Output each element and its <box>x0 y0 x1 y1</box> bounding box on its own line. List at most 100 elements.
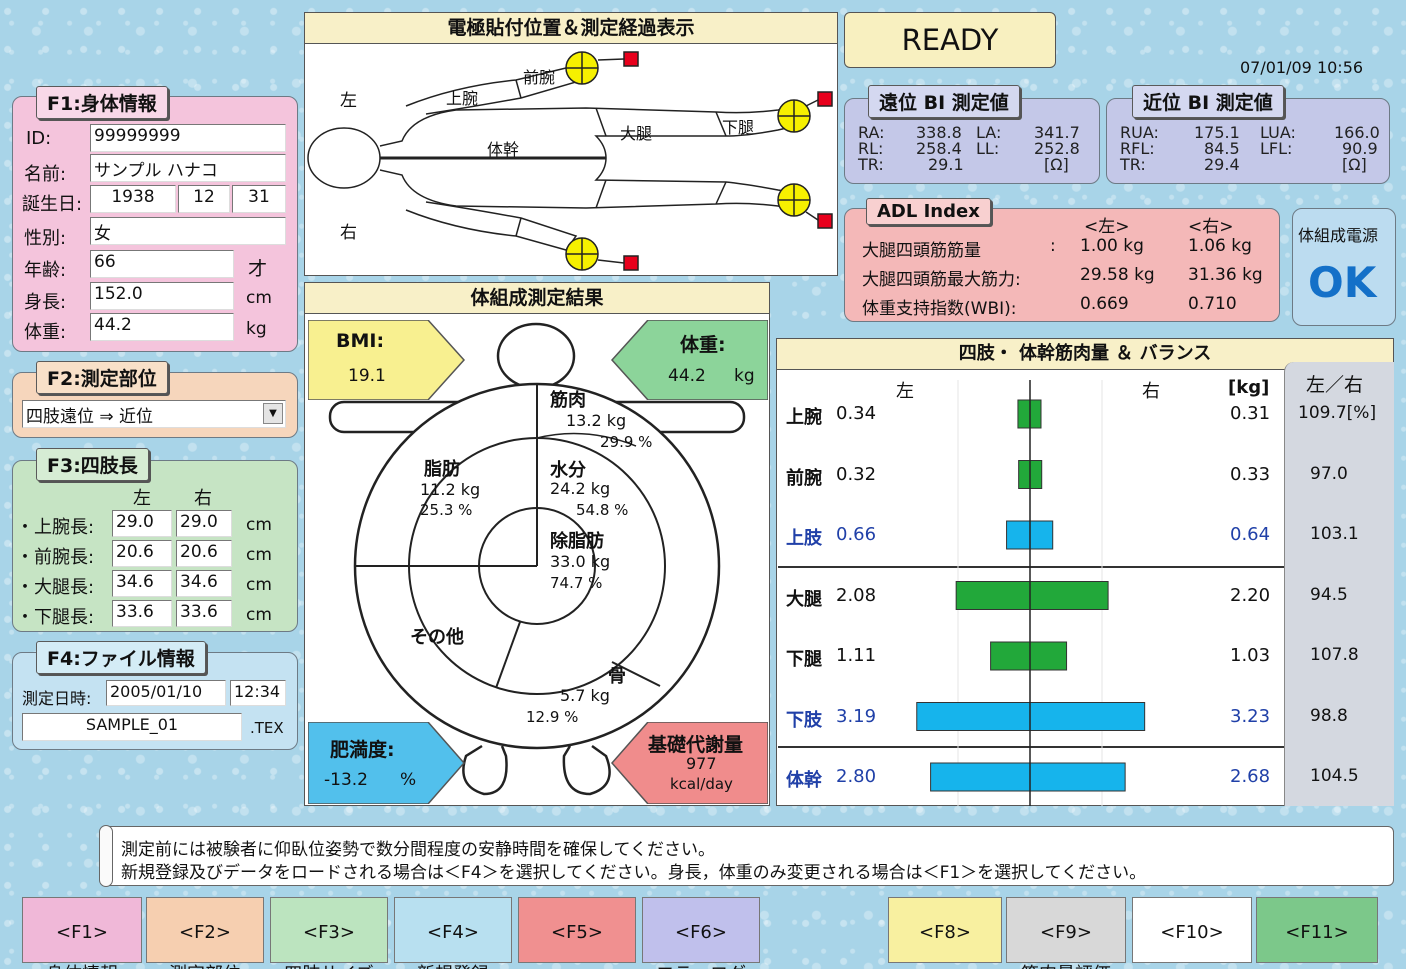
name-field[interactable]: サンプル ハナコ <box>90 154 286 182</box>
f3-row-label: ・下腿長: <box>16 607 95 628</box>
f3-right-field[interactable]: 29.0 <box>176 510 232 537</box>
fkey-f4-button[interactable]: <F4> 新規登録 検索／送信 <box>394 897 512 969</box>
sex-field[interactable]: 女 <box>90 217 286 245</box>
adl-row-label: 体重支持指数(WBI): <box>862 299 1017 319</box>
balance-bar-left <box>1006 520 1031 550</box>
balance-left-value: 3.19 <box>836 705 877 727</box>
bi-text: 84.5 <box>1204 139 1240 158</box>
bi-text: LUA: <box>1260 123 1296 142</box>
balance-left-header: 左 <box>896 381 914 402</box>
balance-right-value: 3.23 <box>1230 705 1271 727</box>
bmi-value: 19.1 <box>348 366 386 386</box>
fkey-f6-button[interactable]: <F6> エラーログ 表示 <box>642 897 760 969</box>
balance-bar-right <box>1029 762 1126 792</box>
age-field[interactable]: 66 <box>90 250 234 278</box>
age-unit: 才 <box>248 258 268 280</box>
scroll-bracket-icon <box>99 825 113 887</box>
adl-left-value: 1.00 kg <box>1080 236 1144 256</box>
balance-ratio-value: 107.8 <box>1310 645 1359 665</box>
bone-kg: 5.7 kg <box>560 686 610 705</box>
bi-text: LL: <box>976 139 1000 158</box>
fkey-label: 身体情報 入力 <box>23 964 141 969</box>
balance-bar-right <box>1029 581 1109 610</box>
fkey-f2-button[interactable]: <F2> 測定部位 選択 <box>146 897 264 969</box>
datetime: 07/01/09 10:56 <box>1240 58 1364 77</box>
balance-bar-right <box>1029 702 1146 731</box>
fkey-key: <F5> <box>551 922 603 943</box>
f3-right-field[interactable]: 20.6 <box>176 540 232 567</box>
balance-bar-right <box>1029 520 1054 550</box>
fkey-f3-button[interactable]: <F3> 四肢サイズ 入力 <box>270 897 388 969</box>
other-label: その他 <box>410 627 464 648</box>
balance-ratio-value: 109.7[%] <box>1298 403 1377 423</box>
f3-left-field[interactable]: 33.6 <box>112 600 172 627</box>
fkey-f5-button[interactable]: <F5> スタート <box>518 897 636 963</box>
chevron-down-icon[interactable]: ▼ <box>263 403 283 424</box>
adl-row-label: 大腿四頭筋筋量 <box>862 241 981 261</box>
balance-right-value: 2.20 <box>1230 584 1271 606</box>
bmr-badge <box>611 722 768 804</box>
bi-text: 90.9 <box>1342 139 1378 158</box>
water-label: 水分 <box>550 460 586 481</box>
bmr-value: 977 <box>686 754 717 773</box>
obesity-badge <box>308 722 465 804</box>
f3-right-field[interactable]: 33.6 <box>176 600 232 627</box>
muscle-label: 筋肉 <box>550 390 586 411</box>
fat-kg: 11.2 kg <box>420 480 481 499</box>
weight-field[interactable]: 44.2 <box>90 313 234 341</box>
height-field[interactable]: 152.0 <box>90 282 234 310</box>
adl-right-value: 0.710 <box>1188 294 1237 314</box>
birth-label: 誕生日: <box>22 194 83 215</box>
bone-pct: 12.9 % <box>526 708 579 726</box>
balance-divider-2 <box>778 746 1284 748</box>
height-unit: cm <box>246 288 272 308</box>
fkey-key: <F3> <box>303 922 355 943</box>
bi-text: RA: <box>858 123 885 142</box>
birth-day-field[interactable]: 31 <box>232 185 286 213</box>
id-field[interactable]: 99999999 <box>90 124 286 152</box>
bmr-label: 基礎代謝量 <box>648 734 744 756</box>
bone-label: 骨 <box>608 666 626 687</box>
sex-label: 性別: <box>24 228 67 249</box>
fkey-f10-button[interactable]: <F10> EXIT <box>1132 897 1252 963</box>
fkey-label: 推移グラフ <box>1257 964 1377 969</box>
balance-chart <box>916 380 1146 806</box>
file-name-field[interactable]: SAMPLE_01 <box>22 713 242 741</box>
balance-left-value: 2.08 <box>836 584 877 606</box>
birth-month-field[interactable]: 12 <box>178 185 230 213</box>
bmi-label: BMI: <box>336 330 385 352</box>
f3-left-field[interactable]: 20.6 <box>112 540 172 567</box>
fkey-f8-button[interactable]: <F8> プリント <box>888 897 1002 963</box>
f4-title: F4:ファイル情報 <box>36 641 206 674</box>
balance-right-value: 0.64 <box>1230 524 1271 545</box>
bi-text: TR: <box>858 155 884 174</box>
measure-date-field[interactable]: 2005/01/10 <box>106 680 226 706</box>
balance-right-header: 右 <box>1142 381 1160 402</box>
f3-right-field[interactable]: 34.6 <box>176 570 232 597</box>
balance-bar-left <box>1018 460 1031 489</box>
measure-site-select[interactable]: 四肢遠位 ⇒ 近位 ▼ <box>22 400 286 428</box>
muscle-pct: 29.9 % <box>600 433 653 451</box>
measure-time-field[interactable]: 12:34 <box>230 680 286 706</box>
fkey-label: 筋肉量評価 プログラム <box>1007 964 1125 969</box>
balance-bar-left <box>916 702 1031 731</box>
ffm-kg: 33.0 kg <box>550 552 611 571</box>
adl-right-value: 31.36 kg <box>1188 265 1263 285</box>
f3-left-field[interactable]: 29.0 <box>112 510 172 537</box>
f3-left-field[interactable]: 34.6 <box>112 570 172 597</box>
bi-text: 29.4 <box>1204 155 1240 174</box>
upper-arm-label: 上腕 <box>446 89 479 108</box>
fkey-label: EXIT <box>1133 964 1251 969</box>
balance-row-name: 下腿 <box>786 649 822 670</box>
balance-left-value: 0.34 <box>836 403 877 424</box>
water-pct: 54.8 % <box>576 501 629 519</box>
balance-bar-left <box>955 581 1031 610</box>
ratio-header: 左／右 <box>1306 374 1364 396</box>
fkey-f11-button[interactable]: <F11> 推移グラフ <box>1256 897 1378 963</box>
weight-badge <box>610 320 768 400</box>
birth-year-field[interactable]: 1938 <box>90 185 176 213</box>
balance-left-value: 0.66 <box>836 524 877 545</box>
fkey-f9-button[interactable]: <F9> 筋肉量評価 プログラム <box>1006 897 1126 969</box>
obesity-unit: % <box>400 770 417 790</box>
fkey-f1-button[interactable]: <F1> 身体情報 入力 <box>22 897 142 969</box>
